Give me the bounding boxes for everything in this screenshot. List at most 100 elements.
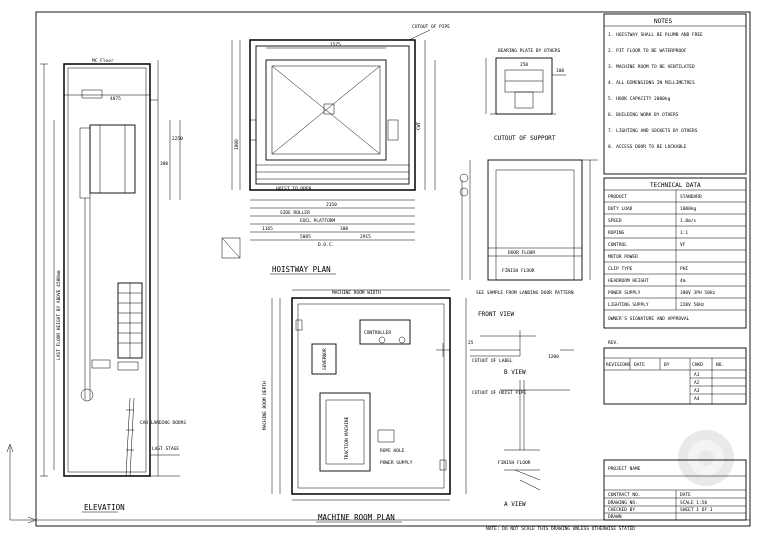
hoistway-dim-3: 1165 [262,226,273,232]
detail-a-view: A VIEW [504,501,526,508]
tb-date: DATE [680,492,691,498]
tech-k-1: DUTY LOAD [608,206,633,212]
front-title: FRONT VIEW [478,311,515,318]
rev-row-0: A1 [694,372,700,378]
tech-footer: OWNER'S SIGNATURE AND APPROVAL [608,316,690,322]
front-label-finish: FINISH FLOOR [502,268,535,274]
tech-k-6: CLIP TYPE [608,266,633,272]
detail-label-1: CUTOUT OF LABEL [472,358,513,364]
elevation-mid-label: CAR LANDING DOORS [140,420,186,426]
hoistway-dim-5: 5085 [300,234,311,240]
notes-line-8: 8. ACCESS DOOR TO BE LOCKABLE [608,144,687,150]
elevation-view [40,60,181,477]
tech-v-6: PHI [680,266,688,272]
mr-width-label: MACHINE ROOM WIDTH [332,290,381,296]
mr-machine: TRACTION MACHINE [344,416,350,460]
rev-row-1: A2 [694,380,700,386]
notes-line-1: 1. HOISTWAY SHALL BE PLUMB AND FREE [608,32,703,38]
tech-v-4: VF [680,242,686,248]
rev-h-1: DATE [634,362,645,368]
elevation-dim-4: LAST STAGE [152,446,179,452]
front-label-door: DOOR FLOOR [508,250,535,256]
notes-title: NOTES [654,18,672,25]
mr-depth-label: MACHINE ROOM DEPTH [262,381,268,430]
hoistway-label-roller: SIDE ROLLER [280,210,310,216]
rev-row-2: A3 [694,388,700,394]
tb-drawing: DRAWING NO. [608,500,638,506]
elevation-top-label: MC Floor [92,58,114,64]
rev-h-2: BY [664,362,670,368]
notes-line-2: 2. PIT FLOOR TO BE WATERPROOF [608,48,687,54]
hoistway-dim-2: 2150 [326,202,337,208]
elevation-vertical-note: LAST FLOOR HEIGHT BY ABOVE 4500mm [56,270,62,360]
revisions-table [603,347,747,405]
notes-line-7: 7. LIGHTING AND SOCKETS BY OTHERS [608,128,698,134]
tech-v-9: 220V 50Hz [680,302,705,308]
detail-label-3: FINISH FLOOR [498,460,531,466]
tb-checked: CHECKED BY [608,507,635,513]
tech-k-3: ROPING [608,230,625,236]
machine-room-plan [271,289,467,501]
hoistway-label-doc: D.O.C. [318,242,334,248]
detail-label-2: CUTOUT OF HOIST PIPE [472,390,526,396]
tech-v-7: 4m [680,278,686,284]
hoistway-plan [221,29,436,259]
mr-governor: GOVERNOR [322,348,328,370]
tech-v-8: 380V 3PH 50Hz [680,290,716,296]
detail-views [436,330,574,491]
tech-k-2: SPEED [608,218,622,224]
mr-title: MACHINE ROOM PLAN [318,513,395,522]
rev-h-0: REVISIONS [606,362,631,368]
tb-drawn: DRAWN [608,514,622,520]
notes-line-3: 3. MACHINE ROOM TO BE VENTILATED [608,64,695,70]
rev-h-4: NO. [716,362,724,368]
tb-contract: CONTRACT NO. [608,492,641,498]
rev-title: REV. [608,340,619,346]
tech-v-2: 1.0m/s [680,218,697,224]
hoistway-label-cwt: CWT [416,122,422,130]
hoistway-title: HOISTWAY PLAN [272,265,331,274]
tech-k-8: POWER SUPPLY [608,290,641,296]
tech-v-0: STANDARD [680,194,702,200]
mr-rope-hole: ROPE HOLE [380,448,405,454]
hoistway-label-cutout: CUTOUT OF PIPE [412,24,450,30]
tech-k-7: HEADROOM HEIGHT [608,278,649,284]
elevation-title: ELEVATION [84,503,125,512]
support-dim-1: 250 [520,62,528,68]
front-view [459,159,598,281]
elevation-dim-3: 2250 [172,136,183,142]
elevation-dim-1: 4075 [110,96,121,102]
hoistway-label-hoist: HOIST TO OPEN [276,186,312,192]
tech-k-5: MOTOR POWER [608,254,638,260]
hoistway-dim-7: 1800 [234,139,240,150]
watermark-logo [678,430,734,486]
support-title: CUTOUT OF SUPPORT [494,135,556,142]
footer-note: NOTE: DO NOT SCALE THIS DRAWING UNLESS O… [486,526,635,532]
title-block [603,459,747,521]
support-dim-2: 100 [556,68,564,74]
tech-title: TECHNICAL DATA [650,182,701,189]
outer-frame [35,11,751,527]
notes-panel [603,13,747,175]
detail-dim-1: 1200 [548,354,559,360]
tech-v-1: 1000kg [680,206,697,212]
hoistway-label-platform: EOCL PLATFORM [300,218,336,224]
rev-h-3: CHKD [692,362,703,368]
tech-v-3: 1:1 [680,230,688,236]
hoistway-dim-6: 2915 [360,234,371,240]
notes-line-4: 4. ALL DIMENSIONS IN MILLIMETRES [608,80,695,86]
ucs-axis-icon [6,443,37,524]
tech-k-0: PRODUCT [608,194,627,200]
detail-dim-2: 25 [468,340,474,346]
elevation-dim-2: 380 [160,161,168,167]
mr-power: POWER SUPPLY [380,460,413,466]
detail-b-view: B VIEW [504,369,526,376]
notes-line-6: 6. BUILDING WORK BY OTHERS [608,112,679,118]
notes-line-5: 5. HOOK CAPACITY 2000kg [608,96,671,102]
support-label: BEARING PLATE BY OTHERS [498,48,561,54]
tech-k-4: CONTROL [608,242,627,248]
mr-controller: CONTROLLER [364,330,391,336]
rev-row-3: A4 [694,396,700,402]
tech-k-9: LIGHTING SUPPLY [608,302,649,308]
